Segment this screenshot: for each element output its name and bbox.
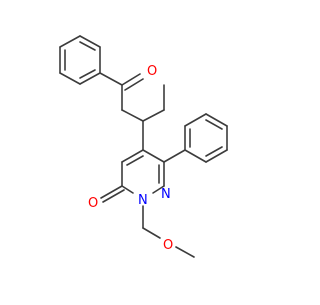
- bond-carbonyl-double-1: [121, 73, 141, 86]
- bond-ring-carbonyl-2: [102, 189, 125, 203]
- bond-o-ch3: [175, 246, 195, 258]
- bond-ring-carbonyl-1: [100, 185, 123, 199]
- atom-label-o-ring: O: [88, 196, 98, 211]
- atom-label-n2: N: [161, 187, 171, 202]
- bond-carbonyl-double-2: [124, 78, 144, 91]
- bond-ring-phenyl: [163, 149, 186, 163]
- phenyl-ring-right: [184, 113, 228, 163]
- bond-chain-3: [142, 109, 165, 122]
- atom-label-o-ether: O: [163, 238, 173, 253]
- bonds: [59, 35, 228, 258]
- atom-label-n1: N: [138, 193, 148, 208]
- phenyl-ring-top: [59, 35, 101, 85]
- bond-ch2-o: [142, 227, 161, 239]
- atom-labels: O O N N O: [88, 64, 173, 253]
- structure-svg: O O N N O: [59, 35, 228, 258]
- pyridazinone-ring: [121, 149, 165, 194]
- bond-phenyl-carbonyl: [99, 72, 123, 86]
- bond-chain-2: [121, 109, 144, 122]
- atom-label-o-ketone: O: [147, 64, 157, 79]
- molecule-structure-diagram: O O N N O: [59, 35, 228, 258]
